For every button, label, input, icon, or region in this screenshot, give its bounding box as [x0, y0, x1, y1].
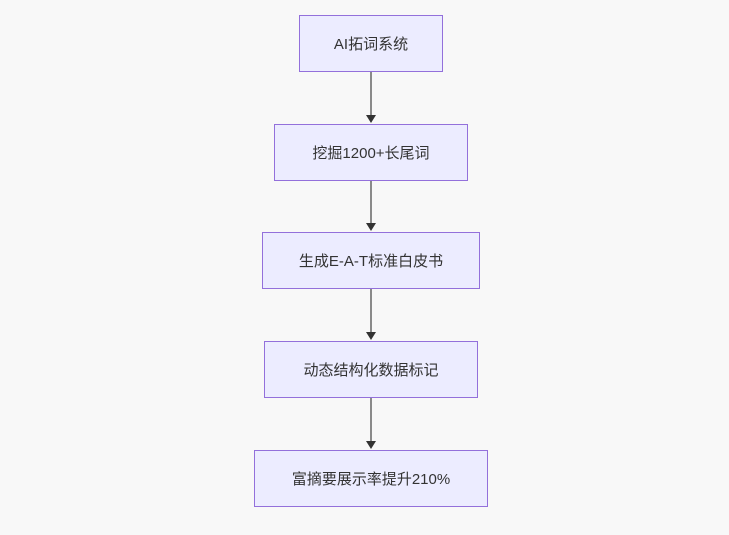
arrowhead-down-icon — [366, 115, 376, 123]
edge-line-4 — [370, 398, 372, 441]
arrowhead-down-icon — [366, 332, 376, 340]
flow-node-label: 动态结构化数据标记 — [303, 362, 439, 379]
edge-line-3 — [370, 289, 372, 332]
flow-node-eat-whitepaper: 生成E-A-T标准白皮书 — [262, 232, 480, 289]
flow-node-structured-data-markup: 动态结构化数据标记 — [264, 341, 478, 398]
flow-node-label: 挖掘1200+长尾词 — [312, 145, 430, 162]
flow-node-label: 生成E-A-T标准白皮书 — [298, 253, 444, 270]
flow-node-longtail-keywords: 挖掘1200+长尾词 — [274, 124, 468, 181]
flow-node-label: AI拓词系统 — [333, 36, 409, 53]
flow-node-ai-expansion-system: AI拓词系统 — [299, 15, 443, 72]
flow-node-rich-snippet-rate: 富摘要展示率提升210% — [254, 450, 488, 507]
arrowhead-down-icon — [366, 441, 376, 449]
flow-node-label: 富摘要展示率提升210% — [291, 471, 451, 488]
arrowhead-down-icon — [366, 223, 376, 231]
edge-line-2 — [370, 181, 372, 223]
edge-line-1 — [370, 72, 372, 115]
